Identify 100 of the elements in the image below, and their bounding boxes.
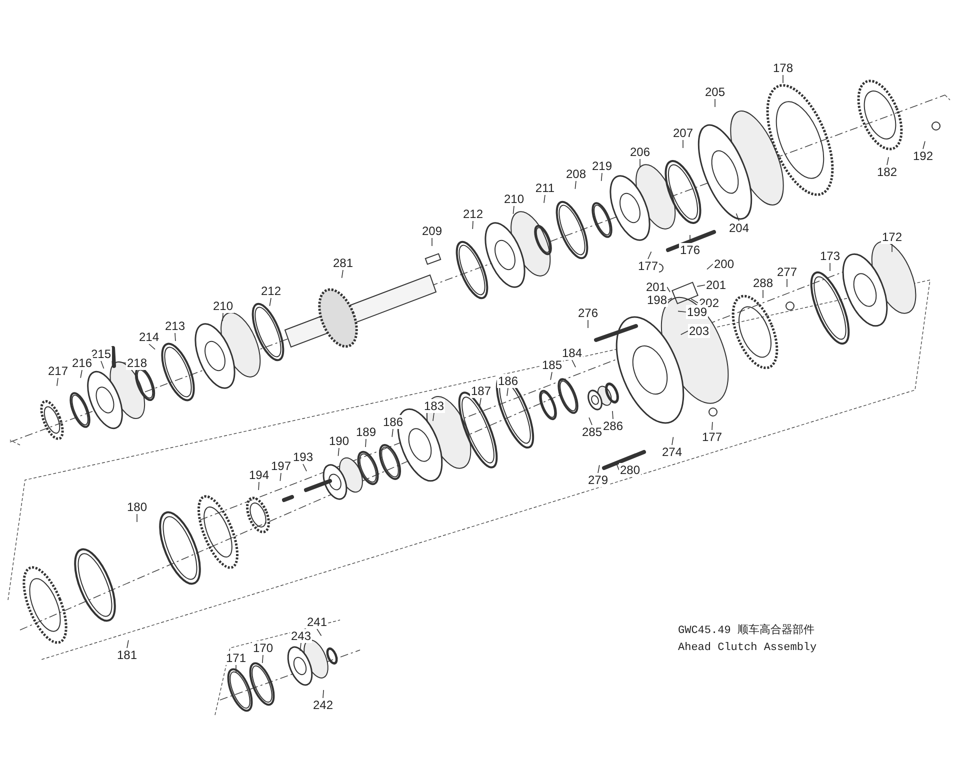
callout-number: 216 <box>70 356 94 370</box>
callout-number: 210 <box>502 192 526 206</box>
leader-line <box>782 74 784 84</box>
leader-line <box>712 422 713 430</box>
callout-number: 217 <box>46 364 70 378</box>
callout-number: 178 <box>772 61 794 75</box>
callout-number: 203 <box>688 324 710 338</box>
leader-line <box>736 213 740 222</box>
leader-line <box>300 642 302 652</box>
leader-line <box>262 654 264 664</box>
callout-number: 241 <box>306 615 328 629</box>
leader-line <box>696 284 706 287</box>
leader-line <box>80 370 82 378</box>
leader-line <box>598 464 600 474</box>
leader-line <box>392 428 394 438</box>
leader-line <box>550 372 552 380</box>
leader-line <box>136 514 138 522</box>
callout-number: 199 <box>686 305 708 319</box>
callout-number: 279 <box>586 473 610 487</box>
callout-number: 243 <box>290 629 312 643</box>
leader-line <box>148 344 156 350</box>
leader-line <box>762 290 764 298</box>
leader-line <box>302 464 307 472</box>
leader-line <box>648 251 652 260</box>
callout-number: 197 <box>270 459 292 473</box>
callout-number: 288 <box>752 276 774 290</box>
callout-number: 177 <box>700 430 724 444</box>
leader-line <box>682 140 684 148</box>
leader-line <box>269 298 272 306</box>
callout-number: 185 <box>540 358 564 372</box>
callout-number: 172 <box>880 230 904 244</box>
callout-number: 219 <box>590 159 614 173</box>
leader-line <box>174 332 176 342</box>
callout-number: 281 <box>332 256 354 270</box>
callout-number: 212 <box>462 207 484 221</box>
callout-number: 276 <box>576 306 600 320</box>
leader-line <box>786 278 788 288</box>
callout-number: 182 <box>876 165 898 179</box>
callout-number: 285 <box>580 425 604 439</box>
leader-line <box>668 298 672 300</box>
callout-number: 218 <box>126 356 148 370</box>
leader-line <box>432 412 434 422</box>
callout-number: 211 <box>534 181 556 195</box>
drawing-subtitle: Ahead Clutch Assembly <box>678 642 817 654</box>
callout-number: 183 <box>422 399 446 413</box>
leader-line <box>512 206 514 214</box>
callout-number: 286 <box>602 419 624 433</box>
callout-number: 206 <box>628 145 652 159</box>
callout-number: 171 <box>224 651 248 665</box>
callout-number: 213 <box>164 319 186 333</box>
callout-number: 184 <box>560 346 584 360</box>
callout-number: 192 <box>912 149 934 163</box>
leader-line <box>680 330 688 335</box>
leader-line <box>338 448 340 456</box>
callout-number: 208 <box>564 167 588 181</box>
callout-number: 242 <box>312 698 334 712</box>
leader-line <box>126 640 129 648</box>
callout-number: 170 <box>252 641 274 655</box>
callout-number: 207 <box>672 126 694 140</box>
leader-line <box>672 436 674 446</box>
leader-line <box>322 690 324 698</box>
leader-line <box>316 628 322 636</box>
callout-number: 204 <box>728 221 750 235</box>
leader-line <box>922 140 926 150</box>
callout-number: 194 <box>248 468 270 482</box>
callout-number: 187 <box>470 384 492 398</box>
leader-line <box>280 472 282 482</box>
callout-number: 212 <box>260 284 282 298</box>
callout-number: 274 <box>660 445 684 459</box>
leader-line <box>479 398 482 406</box>
leader-line <box>365 438 366 448</box>
leader-line <box>258 482 260 490</box>
callout-number: 210 <box>212 299 234 313</box>
leader-line <box>600 172 602 182</box>
leader-line <box>588 417 592 426</box>
callout-number: 198 <box>646 293 668 307</box>
leader-line <box>341 270 344 278</box>
leader-line <box>100 360 104 369</box>
callout-number: 181 <box>116 648 138 662</box>
callout-number: 173 <box>818 249 842 263</box>
leader-line <box>506 388 508 396</box>
callout-number: 190 <box>328 434 350 448</box>
callout-number: 176 <box>678 243 702 257</box>
leader-line <box>612 410 614 420</box>
callout-number: 180 <box>126 500 148 514</box>
leader-line <box>572 360 576 368</box>
leader-line <box>544 194 546 204</box>
leader-line <box>472 220 474 230</box>
callout-number: 186 <box>496 374 520 388</box>
callout-number: 215 <box>90 347 112 361</box>
callout-number: 280 <box>618 463 642 477</box>
callout-number: 189 <box>354 425 378 439</box>
callout-number: 205 <box>704 85 726 99</box>
callout-number: 193 <box>292 450 314 464</box>
callout-number: 277 <box>776 265 798 279</box>
callout-number: 200 <box>712 257 736 271</box>
callout-number: 214 <box>138 330 160 344</box>
callout-number: 186 <box>382 415 404 429</box>
callout-number: 209 <box>420 224 444 238</box>
callout-number: 201 <box>644 280 668 294</box>
